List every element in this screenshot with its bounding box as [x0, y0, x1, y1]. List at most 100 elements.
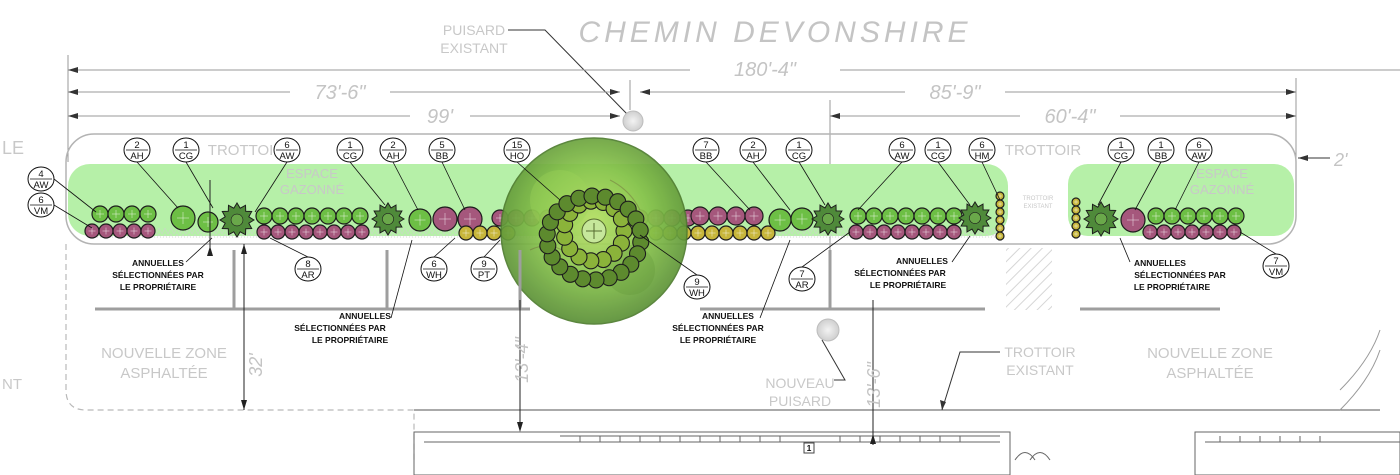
dim-left-span: 73'-6" — [315, 82, 367, 104]
shrub-aw — [107, 205, 125, 223]
edge-label-nt: NT — [2, 376, 22, 393]
shrub-ar — [270, 224, 286, 240]
shrub-vm — [1226, 224, 1242, 240]
tag-code: CG — [931, 151, 945, 162]
tag-code: AR — [301, 270, 314, 281]
annuelles-note-2: ANNUELLES SÉLECTIONNÉES PAR LE PROPRIÉTA… — [294, 239, 413, 345]
plant-tag: 6HM — [968, 137, 1001, 201]
tag-code: VM — [1269, 267, 1283, 278]
tag-qty: 2 — [134, 140, 139, 151]
shrub-aw — [335, 207, 353, 225]
shrub-cg — [219, 202, 255, 238]
plant-tag: 6AW — [1174, 137, 1213, 211]
shrub-ah — [408, 208, 432, 232]
shrub-ar — [340, 224, 356, 240]
plant-tag: 2AH — [123, 137, 179, 209]
svg-text:SÉLECTIONNÉES PAR: SÉLECTIONNÉES PAR — [1134, 270, 1225, 280]
shrub-vm — [1212, 224, 1228, 240]
tag-qty: 7 — [799, 269, 804, 280]
tag-code: PT — [478, 270, 490, 281]
shrub-bb — [432, 206, 458, 232]
shrub-vm — [112, 223, 128, 239]
annuelles-note-5: ANNUELLES SÉLECTIONNÉES PAR LE PROPRIÉTA… — [1119, 237, 1226, 292]
shrub-ar — [298, 224, 314, 240]
plant-tag: 2AH — [739, 137, 791, 211]
svg-text:LE PROPRIÉTAIRE: LE PROPRIÉTAIRE — [1134, 282, 1211, 292]
vertical-dims — [209, 180, 874, 445]
shrub-aw — [849, 207, 867, 225]
shrub-hm — [1071, 197, 1081, 207]
tag-code: AW — [34, 180, 49, 191]
shrub-aw — [255, 207, 273, 225]
tag-code: WH — [426, 270, 442, 281]
tag-code: AW — [895, 151, 910, 162]
plant-tag: 1CG — [1097, 137, 1135, 206]
shrub-hm — [1071, 213, 1081, 223]
shrub-aw — [123, 205, 141, 223]
label-nouvelle-zone-left-1: NOUVELLE ZONE — [101, 345, 227, 362]
shrub-ah — [170, 205, 196, 231]
shrub-hm — [995, 207, 1005, 217]
tag-code: VM — [34, 206, 48, 217]
tag-code: AH — [746, 151, 759, 162]
new-drain — [816, 318, 840, 342]
shrub-aw — [1163, 207, 1181, 225]
shrub-vm — [98, 223, 114, 239]
shrub-wh — [690, 225, 706, 241]
shrub-vm — [1156, 224, 1172, 240]
shrub-cg — [371, 202, 405, 236]
shrub-vm — [84, 223, 100, 239]
label-trottoir-right: TROTTOIR — [1005, 142, 1082, 159]
label-trottoir-existant-small-1: TROTTOIR — [1023, 196, 1054, 202]
shrub-ah — [768, 208, 792, 232]
leader-puisard-existant — [508, 29, 629, 116]
shrub-wh — [486, 225, 502, 241]
shrub-bb — [690, 206, 710, 226]
shrub-ar — [890, 224, 906, 240]
dim-total: 180'-4" — [734, 59, 797, 81]
plant-tag: 1CG — [785, 137, 826, 206]
plant-tag-bottom — [483, 239, 501, 258]
shrub-aw — [139, 205, 157, 223]
plant-tag: 9PT — [470, 256, 498, 282]
annuelles-note-4: ANNUELLES SÉLECTIONNÉES PAR LE PROPRIÉTA… — [854, 235, 971, 290]
tag-qty: 1 — [796, 140, 801, 151]
tag-qty: 6 — [431, 259, 436, 270]
shrub-cg — [811, 202, 845, 236]
tag-code: WH — [689, 288, 705, 299]
svg-text:LE PROPRIÉTAIRE: LE PROPRIÉTAIRE — [120, 282, 197, 292]
annuelles-note-1: ANNUELLES SÉLECTIONNÉES PAR LE PROPRIÉTA… — [112, 237, 213, 292]
existing-drain — [622, 110, 644, 132]
shrub-aw — [91, 205, 109, 223]
shrub-aw — [945, 207, 963, 225]
shrub-wh — [760, 225, 776, 241]
tag-code: HO — [510, 151, 524, 162]
tag-qty: 6 — [38, 195, 43, 206]
plant-tag-bottom — [801, 231, 851, 268]
building-ticks — [579, 436, 1321, 442]
svg-text:ANNUELLES: ANNUELLES — [132, 258, 184, 268]
tag-code: CG — [1114, 151, 1128, 162]
shrub-cg — [958, 201, 992, 235]
shrub-ah — [790, 207, 814, 231]
plant-tag: 6VM — [27, 192, 55, 218]
tag-code: AH — [386, 151, 399, 162]
tag-code: CG — [792, 151, 806, 162]
shrub-hm — [1071, 205, 1081, 215]
tag-qty: 1 — [347, 140, 352, 151]
shrub-ar — [256, 224, 272, 240]
plant-tag: 7AR — [788, 266, 816, 292]
tag-qty: 1 — [1118, 140, 1123, 151]
tag-qty: 9 — [481, 259, 486, 270]
shrub-bb — [1120, 207, 1146, 233]
shrub-hm — [995, 199, 1005, 209]
shrub-aw — [929, 207, 947, 225]
shrub-ar — [876, 224, 892, 240]
shrub-ar — [946, 224, 962, 240]
dim-left-inner: 99' — [427, 106, 454, 128]
curb-lines — [95, 250, 1220, 311]
shrub-vm — [1170, 224, 1186, 240]
marker-box — [803, 442, 815, 454]
plant-tag: 2AH — [379, 137, 419, 211]
